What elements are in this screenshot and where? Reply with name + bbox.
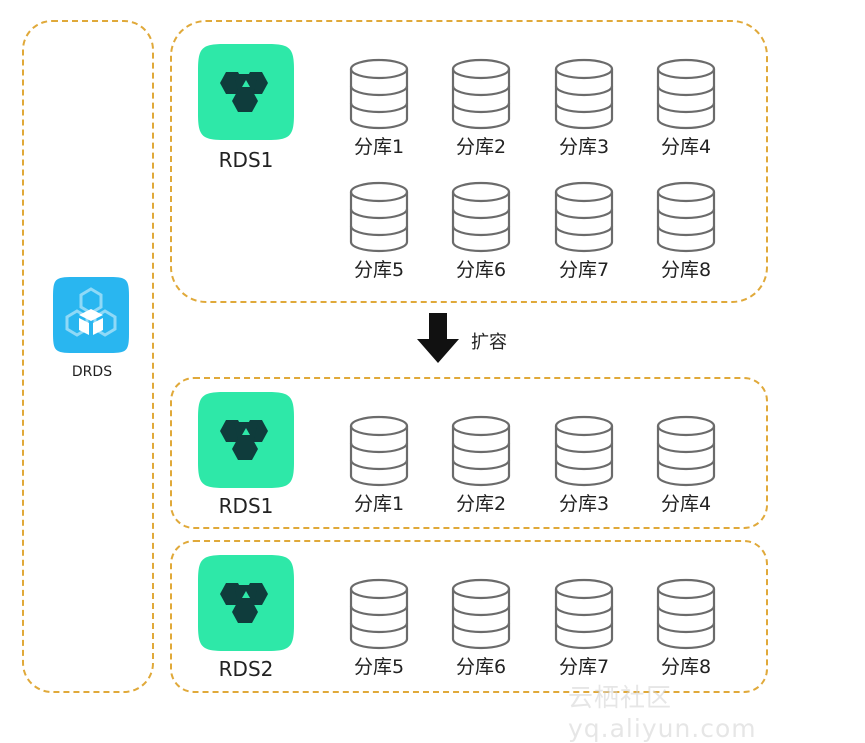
rds-icon bbox=[194, 551, 298, 655]
database-icon bbox=[655, 58, 717, 130]
shard-label: 分库7 bbox=[558, 259, 610, 281]
rds-icon bbox=[194, 388, 298, 492]
shard-label: 分库5 bbox=[353, 259, 405, 281]
database-icon bbox=[655, 578, 717, 650]
database-icon bbox=[553, 415, 615, 487]
shard-label: 分库4 bbox=[660, 136, 712, 158]
shard-label: 分库7 bbox=[558, 656, 610, 678]
database-icon bbox=[450, 578, 512, 650]
database-icon bbox=[655, 181, 717, 253]
database-icon bbox=[553, 58, 615, 130]
database-icon bbox=[348, 58, 410, 130]
shard-label: 分库1 bbox=[353, 493, 405, 515]
database-icon bbox=[450, 181, 512, 253]
shard-label: 分库6 bbox=[455, 259, 507, 281]
shard-label: 分库1 bbox=[353, 136, 405, 158]
shard-label: 分库3 bbox=[558, 493, 610, 515]
drds-panel bbox=[22, 20, 154, 693]
shard-label: 分库8 bbox=[660, 259, 712, 281]
database-icon bbox=[450, 415, 512, 487]
after-rds1-panel bbox=[170, 377, 768, 529]
shard-label: 分库2 bbox=[455, 136, 507, 158]
shard-label: 分库6 bbox=[455, 656, 507, 678]
shard-label: 分库8 bbox=[660, 656, 712, 678]
shard-label: 分库5 bbox=[353, 656, 405, 678]
before-expansion-panel bbox=[170, 20, 768, 303]
shard-label: 分库3 bbox=[558, 136, 610, 158]
watermark: 云栖社区 yq.aliyun.com bbox=[568, 683, 757, 743]
drds-label: DRDS bbox=[71, 364, 113, 380]
arrow-down-icon bbox=[417, 313, 459, 363]
drds-icon bbox=[51, 275, 131, 355]
database-icon bbox=[553, 578, 615, 650]
database-icon bbox=[348, 181, 410, 253]
database-icon bbox=[655, 415, 717, 487]
rds-label: RDS2 bbox=[218, 657, 274, 681]
rds-label: RDS1 bbox=[218, 148, 274, 172]
rds-icon bbox=[194, 40, 298, 144]
expand-label: 扩容 bbox=[471, 332, 507, 353]
database-icon bbox=[450, 58, 512, 130]
rds-label: RDS1 bbox=[218, 494, 274, 518]
database-icon bbox=[553, 181, 615, 253]
after-rds2-panel bbox=[170, 540, 768, 693]
database-icon bbox=[348, 415, 410, 487]
shard-label: 分库4 bbox=[660, 493, 712, 515]
database-icon bbox=[348, 578, 410, 650]
shard-label: 分库2 bbox=[455, 493, 507, 515]
